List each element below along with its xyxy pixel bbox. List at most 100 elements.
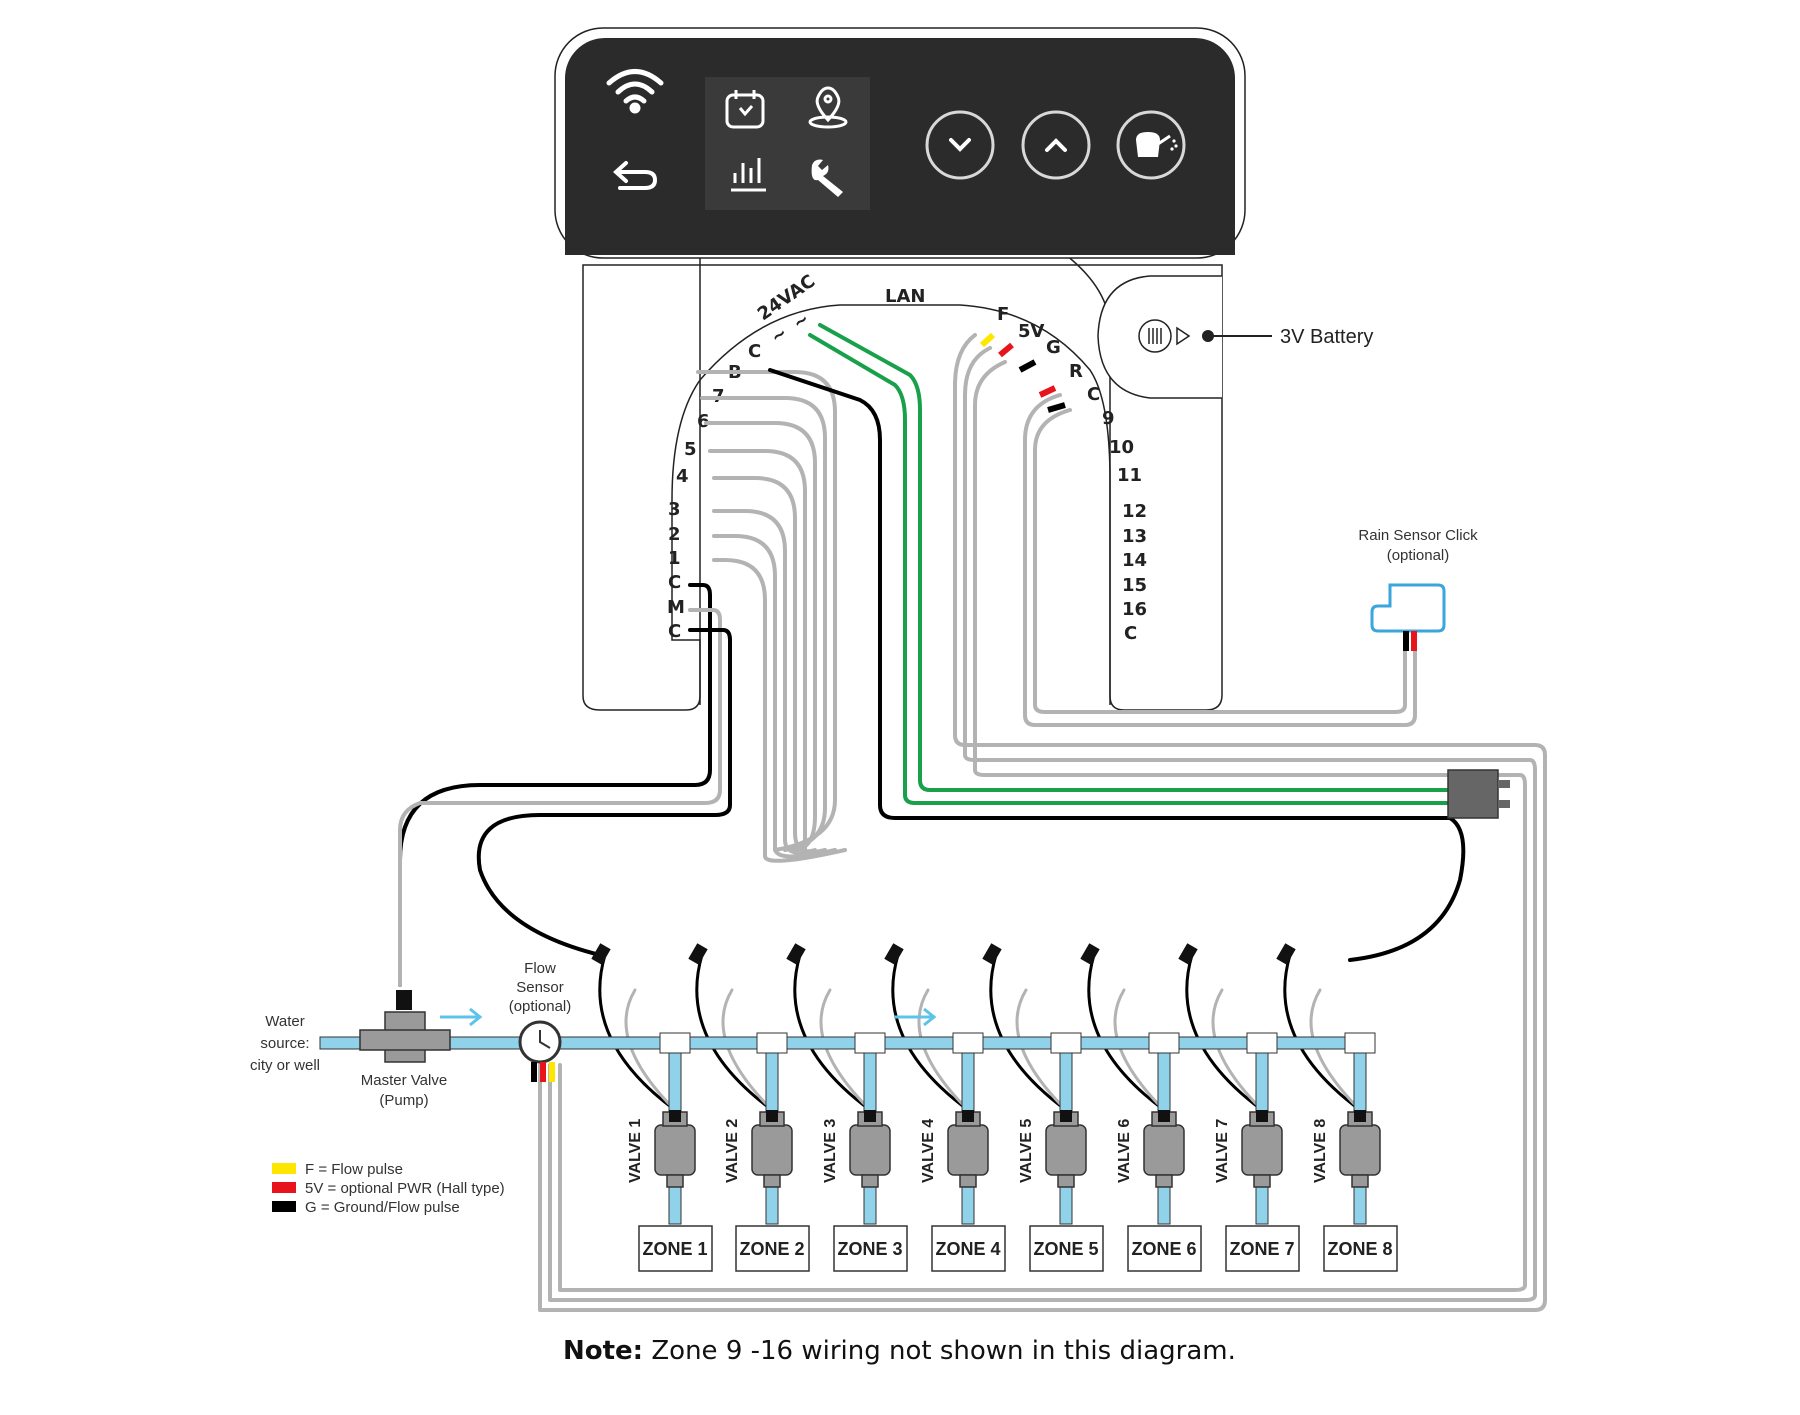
battery-label: 3V Battery [1280, 326, 1373, 348]
menu-grid [705, 77, 870, 210]
terminal-right-5: 9 [1102, 408, 1115, 429]
wire-valve-black-2 [695, 953, 774, 1112]
chevron-up-icon [1045, 138, 1067, 152]
manual-water-button[interactable] [1116, 110, 1186, 180]
pipe-tee-7 [1246, 1032, 1278, 1054]
water-source-label-2: source: [260, 1035, 309, 1052]
terminal-left-10: M [667, 597, 685, 618]
legend-text-0: F = Flow pulse [305, 1161, 403, 1178]
valve-label-3: VALVE 3 [822, 1119, 839, 1183]
zone-box-7 [1225, 1225, 1300, 1272]
zone-label-5: ZONE 5 [1033, 1239, 1098, 1259]
valve-label-2: VALVE 2 [724, 1119, 741, 1183]
terminal-left-4: 5 [684, 439, 697, 460]
valve-connector-1 [591, 943, 611, 965]
calendar-icon[interactable] [725, 90, 765, 129]
valve-body-5 [1045, 1124, 1087, 1176]
valve-label-5: VALVE 5 [1018, 1119, 1035, 1183]
water-source-label-1: Water [265, 1013, 304, 1030]
zone-label-8: ZONE 8 [1327, 1239, 1392, 1259]
legend-text-2: G = Ground/Flow pulse [305, 1199, 460, 1216]
flow-arrow-1 [440, 1007, 483, 1027]
watering-can-icon [1136, 132, 1178, 157]
terminal-arch [671, 304, 1111, 705]
wire-valve-black-1 [598, 953, 677, 1112]
24vac-tilde-2: ~ [789, 308, 813, 334]
controller: 3V Battery [554, 27, 1373, 711]
back-arrow-icon[interactable] [613, 161, 658, 190]
terminal-left-11: C [668, 621, 681, 642]
terminal-right-0: F [997, 304, 1009, 325]
terminal-right-13: C [1124, 623, 1137, 644]
valve-label-6: VALVE 6 [1116, 1119, 1133, 1183]
terminal-right-10: 14 [1122, 550, 1147, 571]
bar-chart-icon[interactable] [731, 158, 766, 192]
wire-lan-1 [808, 333, 1467, 805]
wire-flow-5v [548, 346, 1537, 1302]
zone-box-1 [638, 1225, 713, 1272]
wire-valve-black-8 [1283, 953, 1362, 1112]
terminal-left-6: 3 [668, 499, 681, 520]
zone-label-7: ZONE 7 [1229, 1239, 1294, 1259]
zone-box-2 [735, 1225, 810, 1272]
stub-5v [998, 342, 1014, 358]
terminal-left-5: 4 [676, 466, 689, 487]
master-valve-label-2: (Pump) [379, 1092, 428, 1109]
wire-valve-black-5 [989, 953, 1068, 1112]
stub-r [1038, 385, 1057, 398]
flow-sensor-label-2: Sensor [516, 979, 564, 996]
wire-rain-2 [1033, 408, 1407, 714]
wifi-icon [606, 69, 664, 114]
zone-box-3 [833, 1225, 908, 1272]
wrench-icon[interactable] [811, 159, 843, 197]
up-button[interactable] [1021, 110, 1091, 180]
legend-swatch-2 [272, 1201, 296, 1212]
flow-sensor-label-3: (optional) [509, 998, 572, 1015]
terminal-left-9: C [668, 572, 681, 593]
valve-label-7: VALVE 7 [1214, 1119, 1231, 1183]
valve-connector-4 [884, 943, 904, 965]
terminal-right-4: C [1087, 384, 1100, 405]
terminal-right-12: 16 [1122, 599, 1147, 620]
wire-zone-6 [712, 509, 827, 856]
legend-text-1: 5V = optional PWR (Hall type) [305, 1180, 505, 1197]
wire-zone-4 [708, 449, 807, 853]
terminal-right-2: G [1046, 337, 1061, 358]
stub-g [1018, 359, 1037, 373]
rain-sensor [1370, 583, 1446, 633]
zone-box-4 [931, 1225, 1006, 1272]
stub-c [1047, 402, 1066, 413]
pipe-tee-1 [659, 1032, 691, 1054]
legend-swatch-1 [272, 1182, 296, 1193]
clock-icon [539, 1030, 551, 1049]
down-button[interactable] [925, 110, 995, 180]
terminal-left-8: 1 [668, 548, 681, 569]
wire-zone-7 [712, 534, 837, 859]
rain-sensor-label-2: (optional) [1387, 547, 1450, 564]
zone-label-2: ZONE 2 [739, 1239, 804, 1259]
wire-zone-3 [704, 421, 817, 852]
rain-sensor-label-1: Rain Sensor Click [1358, 527, 1478, 544]
wiring [398, 323, 1547, 1312]
valve-label-4: VALVE 4 [920, 1119, 937, 1183]
flow-sensor-label-1: Flow [524, 960, 556, 977]
master-valve-label-1: Master Valve [361, 1072, 447, 1089]
valve-body-8 [1339, 1124, 1381, 1176]
zone-box-6 [1127, 1225, 1202, 1272]
side-labels: Rain Sensor Click (optional) Flow Sensor… [250, 527, 1478, 1109]
valve-body-4 [947, 1124, 989, 1176]
terminal-left-3: 6 [697, 411, 710, 432]
note-text: Zone 9 -16 wiring not shown in this diag… [643, 1336, 1236, 1366]
flow-arrow-2 [894, 1007, 937, 1027]
zone-box-5 [1029, 1225, 1104, 1272]
battery-icon-bars [1148, 328, 1162, 344]
terminal-right-3: R [1069, 361, 1083, 382]
location-pin-icon[interactable] [808, 86, 848, 129]
pipe-tee-8 [1344, 1032, 1376, 1054]
valve-body-3 [849, 1124, 891, 1176]
pipe-tee-4 [952, 1032, 984, 1054]
wire-common-master [398, 583, 712, 987]
24vac-tilde-1: ~ [767, 322, 791, 348]
